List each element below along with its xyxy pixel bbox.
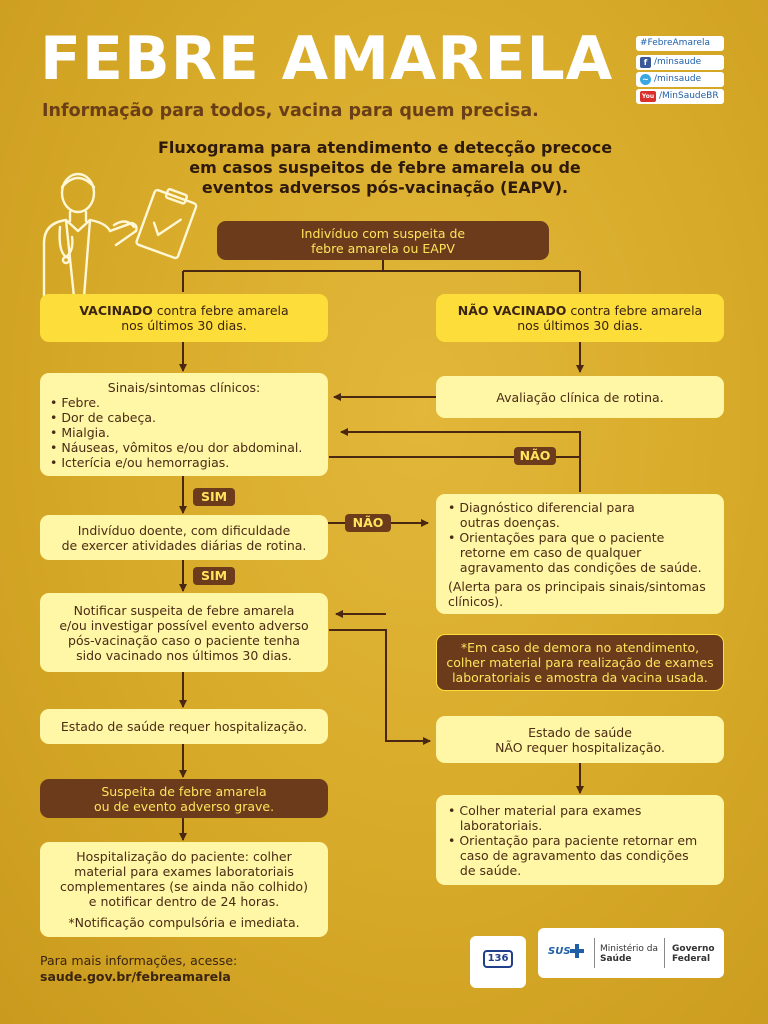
hospitalizacao-paciente-box: Hospitalização do paciente: colher mater… [40,842,328,937]
cross-icon [570,944,584,958]
list-item: • Dor de cabeça. [50,409,156,425]
suspeita-grave-box: Suspeita de febre amarela ou de evento a… [40,779,328,818]
nao-label: NÃO [514,447,556,465]
nao-vacinado-box: NÃO VACINADO contra febre amarela nos úl… [436,294,724,342]
youtube-icon: You [640,91,656,102]
nao-label: NÃO [345,514,391,532]
page-title: FEBRE AMARELA [40,24,614,94]
colher-material-box: • Colher material para exames laboratori… [436,795,724,885]
connector-diag-loop [340,428,581,492]
twitter-link[interactable]: ~ /minsaude [636,72,724,87]
vacinado-box: VACINADO contra febre amarela nos último… [40,294,328,342]
sinais-sintomas-box: Sinais/sintomas clínicos: • Febre. • Dor… [40,373,328,476]
diagnostico-box: • Diagnóstico diferencial para outras do… [436,494,724,614]
list-item: • Febre. [50,394,101,410]
footer-info: Para mais informações, acesse: saude.gov… [40,953,238,984]
governo-federal-logo: Governo Federal [672,944,715,964]
twitter-icon: ~ [640,74,651,85]
footer-link[interactable]: saude.gov.br/febreamarela [40,969,231,984]
individuo-doente-box: Indivíduo doente, com dificuldade de exe… [40,515,328,560]
disque-saude-logo: 136 [470,936,526,988]
notificar-box: Notificar suspeita de febre amarela e/ou… [40,593,328,672]
avaliacao-box: Avaliação clínica de rotina. [436,376,724,418]
list-item: • Náuseas, vômitos e/ou dor abdominal. [50,439,303,455]
requer-hospitalizacao-box: Estado de saúde requer hospitalização. [40,709,328,744]
ministerio-saude-logo: Ministério da Saúde [600,944,659,964]
flowchart-heading: Fluxograma para atendimento e detecção p… [157,138,613,197]
sim-label: SIM [193,567,235,585]
facebook-link[interactable]: f /minsaude [636,55,724,70]
government-logos: SUS Ministério da Saúde Governo Federal [538,928,724,978]
sus-logo: SUS [548,946,571,957]
demora-note-box: *Em caso de demora no atendimento, colhe… [436,634,724,691]
facebook-icon: f [640,57,651,68]
sim-label: SIM [193,488,235,506]
list-item: • Icterícia e/ou hemorragias. [50,454,230,470]
nao-requer-hospitalizacao-box: Estado de saúde NÃO requer hospitalizaçã… [436,716,724,763]
list-item: • Mialgia. [50,424,110,440]
youtube-link[interactable]: You /MinSaudeBR [636,89,724,104]
flow-start-box: Indivíduo com suspeita de febre amarela … [217,221,549,260]
page-subtitle: Informação para todos, vacina para quem … [42,101,539,121]
doctor-illustration [42,172,198,297]
hashtag-badge[interactable]: #FebreAmarela [636,36,724,51]
connector-start-branch [182,259,581,292]
connector-notificar-right [329,629,431,745]
